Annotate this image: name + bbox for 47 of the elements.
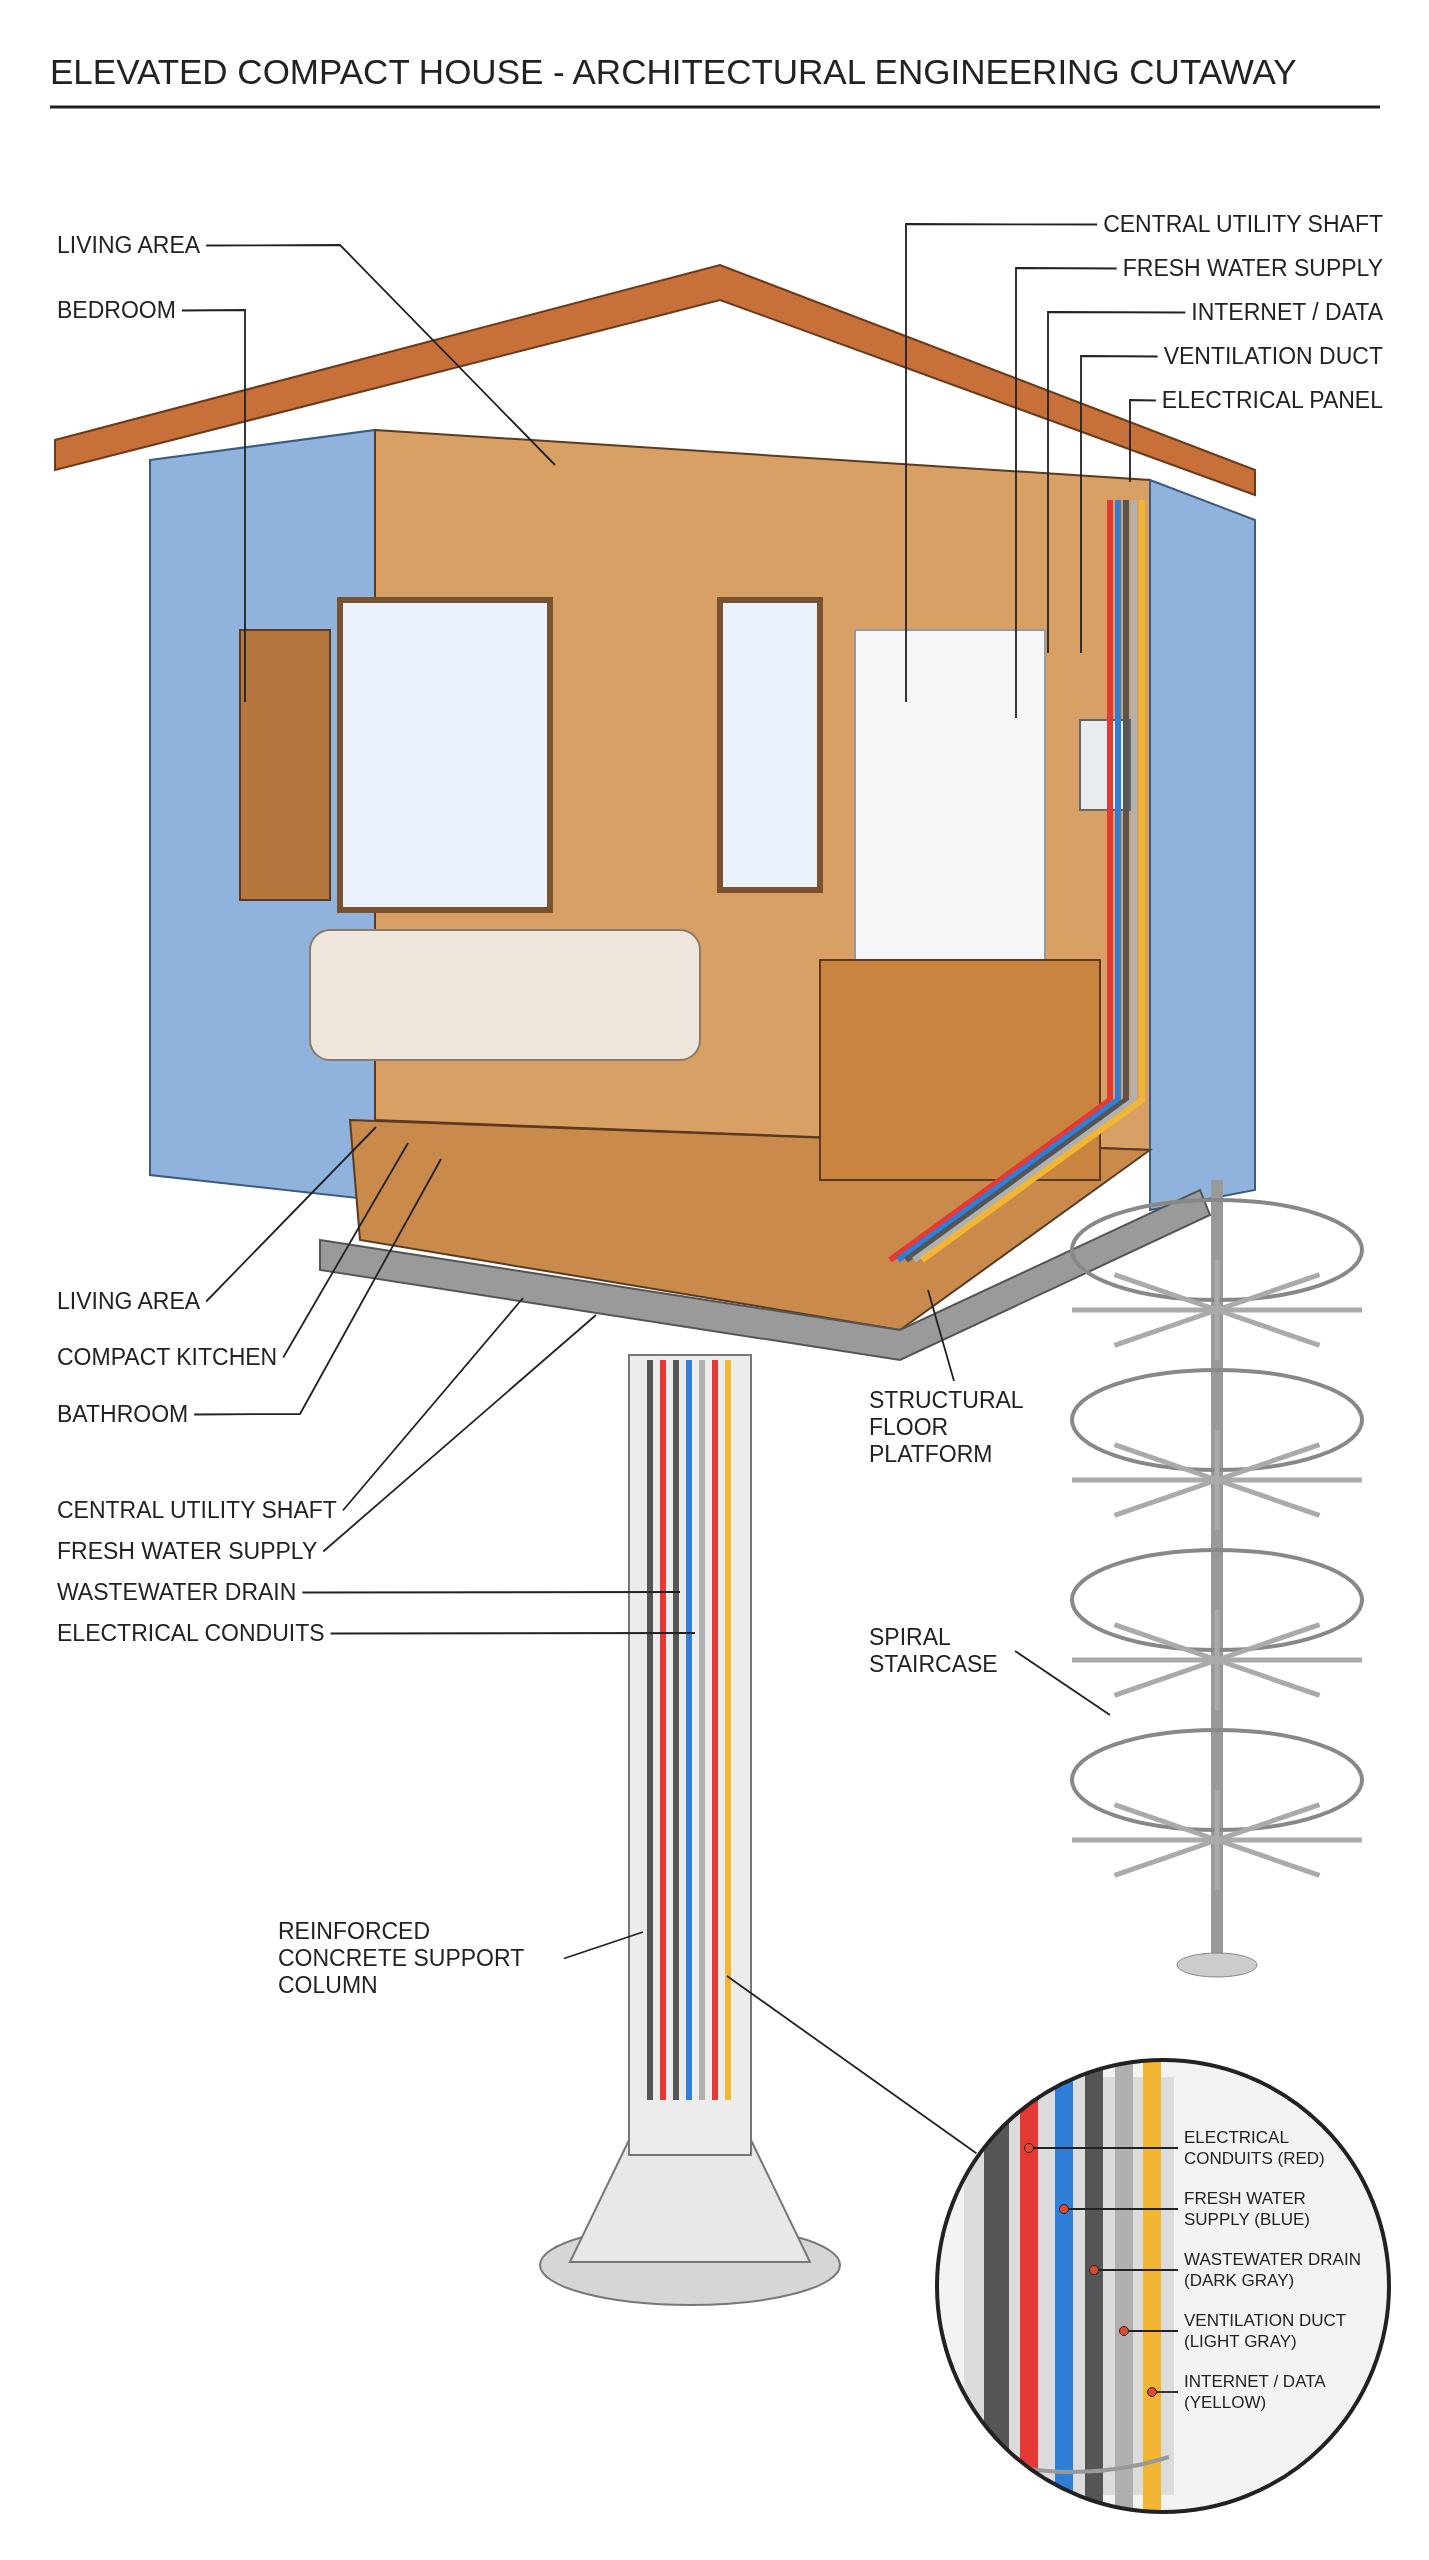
callout-label: COMPACT KITCHEN [57, 1344, 278, 1371]
callout-label: FRESH WATER SUPPLY [1122, 255, 1383, 282]
callout-label: ELECTRICAL PANEL [1161, 387, 1383, 414]
callout-label: STRUCTURAL FLOOR PLATFORM [869, 1387, 1039, 1468]
callout-label: REINFORCED CONCRETE SUPPORT COLUMN [278, 1918, 558, 1999]
leader-line [563, 1931, 644, 1960]
diagram-title: ELEVATED COMPACT HOUSE - ARCHITECTURAL ENGINEERING CUTAWAY [50, 52, 1297, 92]
callout-label: FRESH WATER SUPPLY [57, 1538, 318, 1565]
leader-line [905, 223, 1099, 703]
leader-line [1015, 267, 1118, 719]
leader-line [927, 1289, 955, 1382]
leader-line [1014, 1650, 1111, 1716]
callout-label: CENTRAL UTILITY SHAFT [57, 1497, 337, 1524]
leader-line [205, 244, 556, 466]
leader-line [193, 1158, 442, 1416]
callout-label: ELECTRICAL CONDUITS (RED) [1184, 2127, 1374, 2169]
callout-label: BATHROOM [57, 1401, 189, 1428]
leader-line [282, 1142, 409, 1359]
callout-label: INTERNET / DATA [1191, 299, 1383, 326]
pipe-detail-inset [934, 2057, 1392, 2515]
leader-line [342, 1297, 524, 1512]
leader-line [1047, 311, 1187, 654]
leader-line [329, 1632, 696, 1635]
callout-label: WASTEWATER DRAIN [57, 1579, 297, 1606]
callout-label: INTERNET / DATA (YELLOW) [1184, 2371, 1374, 2413]
leader-line [1119, 2326, 1179, 2336]
leader-line [726, 1975, 978, 2155]
callout-label: WASTEWATER DRAIN (DARK GRAY) [1184, 2249, 1374, 2291]
callout-label: VENTILATION DUCT [1163, 343, 1383, 370]
leader-line [1024, 2143, 1179, 2153]
callout-label: SPIRAL STAIRCASE [869, 1624, 1009, 1678]
leader-line [322, 1314, 597, 1553]
callout-label: CENTRAL UTILITY SHAFT [1103, 211, 1383, 238]
callout-label: ELECTRICAL CONDUITS [57, 1620, 325, 1647]
callout-label: VENTILATION DUCT (LIGHT GRAY) [1184, 2310, 1374, 2352]
leader-line [1059, 2204, 1179, 2214]
leader-line [1089, 2265, 1179, 2275]
leader-line [205, 1126, 377, 1303]
callout-label: LIVING AREA [57, 232, 201, 259]
leader-line [1129, 399, 1157, 483]
leader-line [1147, 2387, 1179, 2397]
leader-line [1080, 355, 1159, 654]
callout-label: LIVING AREA [57, 1288, 201, 1315]
leader-line [301, 1591, 681, 1594]
callout-label: FRESH WATER SUPPLY (BLUE) [1184, 2188, 1374, 2230]
leader-line [180, 309, 246, 703]
callout-label: BEDROOM [57, 297, 176, 324]
